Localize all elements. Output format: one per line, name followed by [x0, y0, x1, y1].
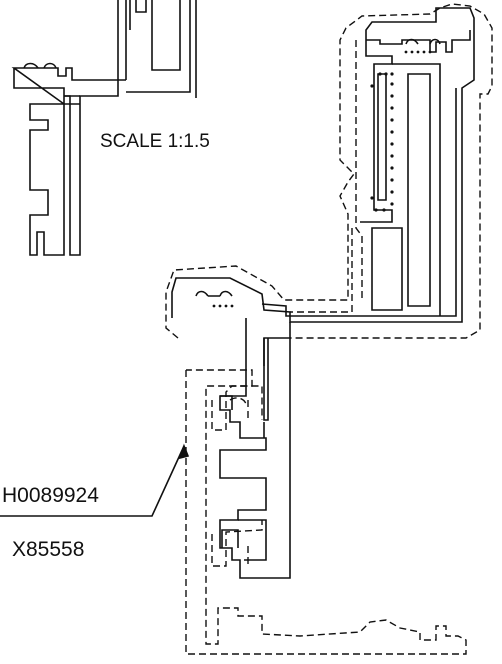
scale-label: SCALE 1:1.5 [100, 131, 210, 152]
dashed-outline [165, 3, 493, 655]
callout-leader [0, 443, 190, 517]
seal-dots [212, 50, 432, 308]
part-number-top: H0089924 [2, 484, 99, 507]
part-number-bottom: X85558 [12, 538, 85, 561]
small-profile-view [11, 0, 197, 256]
main-profile [171, 7, 475, 579]
